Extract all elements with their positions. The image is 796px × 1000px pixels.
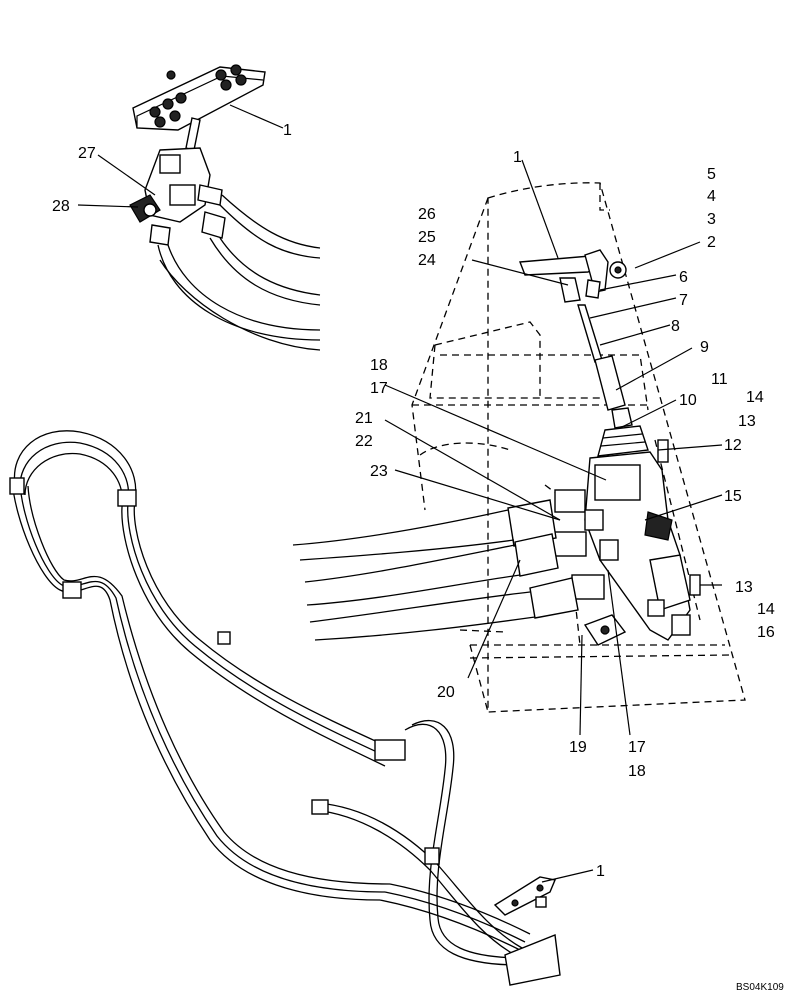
callout-14-top: 14 <box>746 389 764 406</box>
callout-23: 23 <box>370 463 388 480</box>
callout-20: 20 <box>437 684 455 701</box>
push-rod <box>577 304 603 363</box>
main-control-assembly <box>292 182 746 713</box>
callout-17-bot: 17 <box>628 739 646 756</box>
callout-6: 6 <box>679 269 688 286</box>
callout-18-top: 18 <box>370 357 388 374</box>
callout-28: 28 <box>52 198 70 215</box>
callout-2: 2 <box>707 234 716 251</box>
callout-14-bot: 14 <box>757 601 775 618</box>
main-hoses <box>292 509 536 641</box>
callout-labels: 1 27 28 1 5 4 3 2 26 25 24 6 7 8 9 18 17… <box>52 122 784 993</box>
top-hoses <box>157 194 321 351</box>
callout-11: 11 <box>711 371 728 388</box>
top-left-pedal-assembly <box>129 64 321 351</box>
callout-13-top: 13 <box>738 413 756 430</box>
callout-13-bot: 13 <box>735 579 753 596</box>
callout-1-bot: 1 <box>596 863 605 880</box>
callout-24: 24 <box>418 252 436 269</box>
callout-7: 7 <box>679 292 688 309</box>
callout-8: 8 <box>671 318 680 335</box>
callout-1-mid: 1 <box>513 149 522 166</box>
callout-5: 5 <box>707 166 716 183</box>
valve-boot <box>597 425 649 457</box>
callout-15: 15 <box>724 488 742 505</box>
left-hose-harness <box>9 430 561 986</box>
callout-10: 10 <box>679 392 697 409</box>
callout-21: 21 <box>355 410 373 427</box>
callout-26: 26 <box>418 206 436 223</box>
pedal-bolts <box>149 64 247 128</box>
callout-25: 25 <box>418 229 436 246</box>
callout-27: 27 <box>78 145 96 162</box>
callout-4: 4 <box>707 188 716 205</box>
callout-12: 12 <box>724 437 742 454</box>
callout-16: 16 <box>757 624 775 641</box>
bottom-pedal <box>493 876 556 916</box>
figure-code: BS04K109 <box>736 982 784 993</box>
callout-17-top: 17 <box>370 380 388 397</box>
callout-1-top: 1 <box>283 122 292 139</box>
leader-lines <box>77 104 723 883</box>
callout-19: 19 <box>569 739 587 756</box>
callout-9: 9 <box>700 339 709 356</box>
callout-3: 3 <box>707 211 716 228</box>
callout-22: 22 <box>355 433 373 450</box>
callout-18-bot: 18 <box>628 763 646 780</box>
